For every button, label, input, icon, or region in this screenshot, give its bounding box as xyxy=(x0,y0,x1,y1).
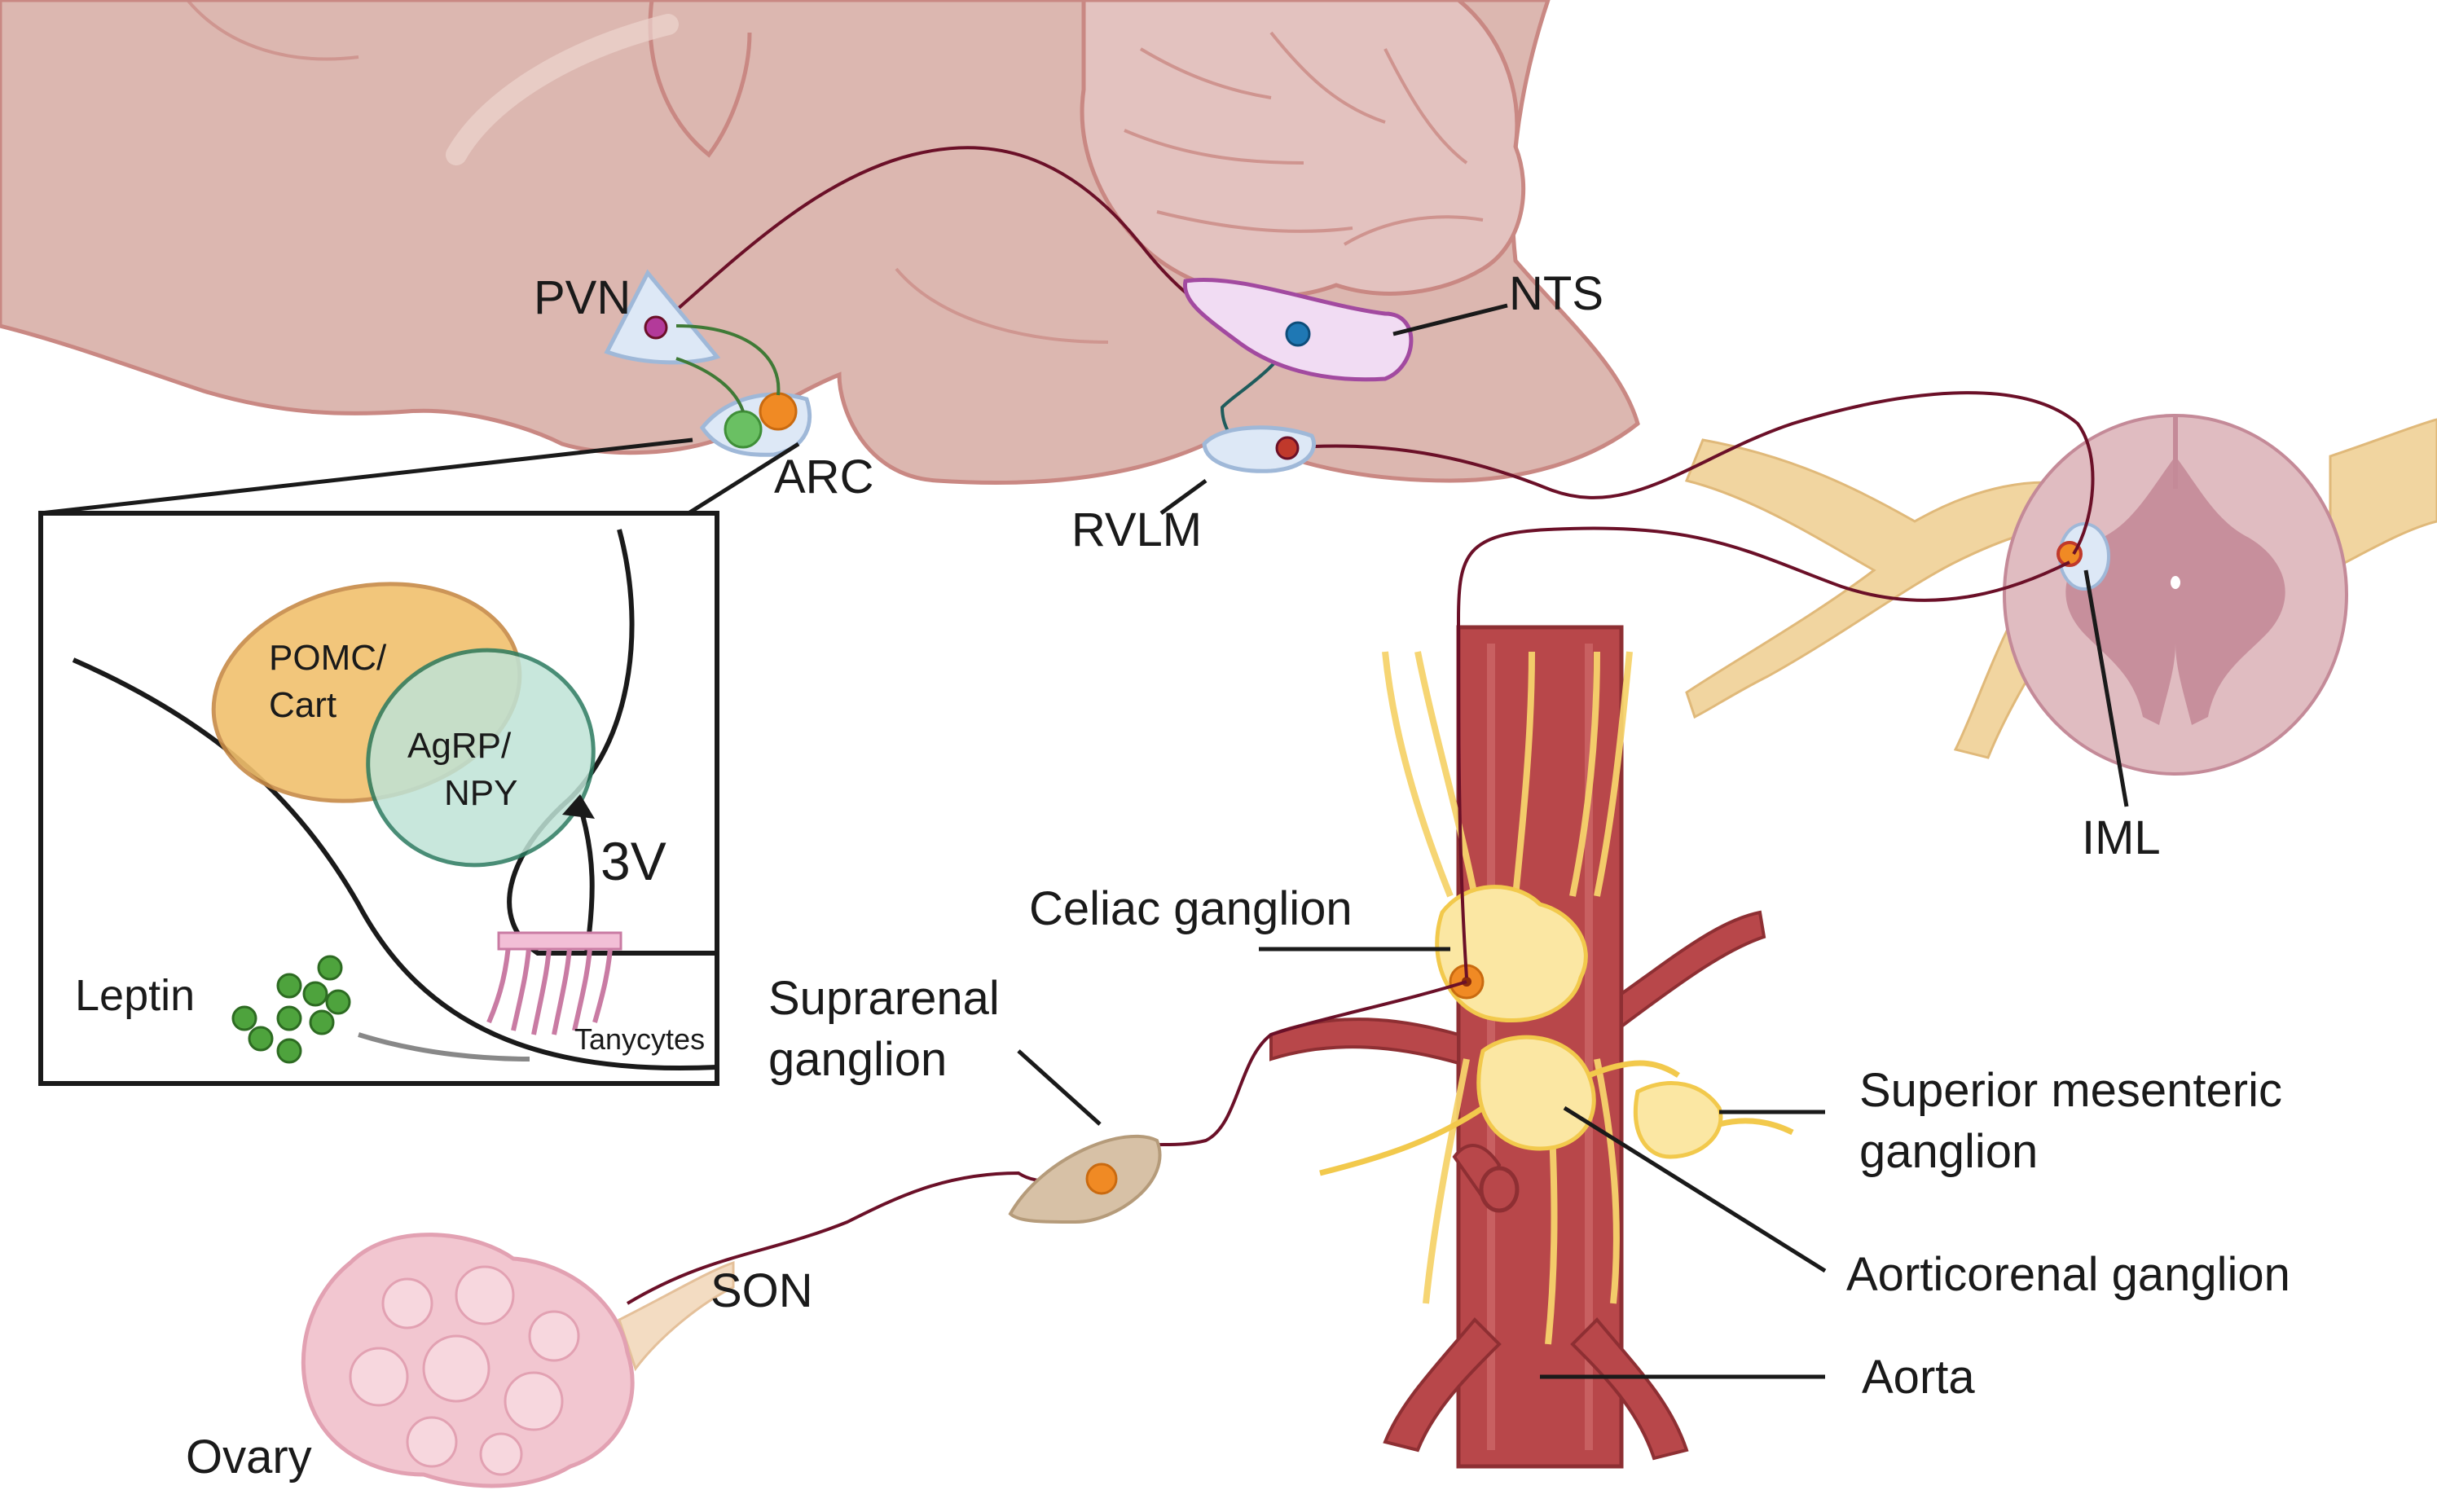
inset-zoom-lines xyxy=(40,437,800,516)
brain-fold xyxy=(648,0,752,158)
nts-leader xyxy=(1392,303,1508,336)
label-aorta: Aorta xyxy=(1862,1351,1975,1404)
tanycyte-bodies xyxy=(497,931,622,951)
spinal-nerve-roots xyxy=(1684,438,2105,719)
leptin-particle xyxy=(276,1038,302,1064)
label-agrp-line1: AgRP/ xyxy=(407,726,512,766)
label-pvn: PVN xyxy=(534,271,631,324)
nuclei xyxy=(604,269,1414,473)
label-arc: ARC xyxy=(774,451,873,503)
suprarenal-neuron xyxy=(1085,1163,1118,1195)
label-superior-mesenteric-line2: ganglion xyxy=(1859,1125,2038,1178)
labels: PVN ARC NTS RVLM IML Celiac ganglion Sup… xyxy=(75,267,2290,1483)
label-pomc-line2: Cart xyxy=(269,685,337,725)
leptin-particle xyxy=(276,973,302,999)
suprarenal-ganglion-shape xyxy=(1008,1134,1162,1224)
brain-highlight xyxy=(446,14,679,165)
label-suprarenal-line2: ganglion xyxy=(768,1033,947,1086)
label-nts: NTS xyxy=(1509,267,1603,320)
aorticorenal-ganglion-shape xyxy=(1476,1035,1596,1151)
iml-leader xyxy=(2083,569,2129,807)
brain xyxy=(0,0,1640,485)
label-son: SON xyxy=(710,1264,813,1317)
label-tanycytes: Tanycytes xyxy=(574,1022,705,1056)
suprarenal-leader xyxy=(1017,1049,1102,1126)
arc-inset xyxy=(38,437,800,1086)
label-iml: IML xyxy=(2082,811,2161,864)
rvlm-leader xyxy=(1159,478,1208,516)
leptin-particle xyxy=(276,1005,302,1031)
label-3v: 3V xyxy=(600,831,666,891)
ovary xyxy=(301,1233,735,1488)
leptin-vessel xyxy=(358,1032,530,1061)
pvn-neuron xyxy=(644,315,668,340)
label-rvlm: RVLM xyxy=(1071,503,1202,556)
label-ovary: Ovary xyxy=(186,1431,312,1483)
suprarenal-ganglion xyxy=(1008,1134,1162,1224)
arc-to-pvn-fibers xyxy=(675,324,781,412)
leptin-particle xyxy=(248,1026,274,1052)
ovary-ligament xyxy=(618,1260,735,1372)
aorticorenal-leader xyxy=(1563,1105,1827,1273)
aorta-complex xyxy=(1269,625,1794,1469)
rvlm-to-iml-fiber xyxy=(1287,391,2095,556)
iml-to-celiac-fiber xyxy=(1456,526,2070,978)
leptin-particles xyxy=(231,955,351,1064)
spinal-cord xyxy=(1684,414,2437,776)
mesenteric-artery-lumen xyxy=(1479,1166,1520,1213)
spinal-nerve-right xyxy=(2329,418,2437,573)
arc-neuron-green xyxy=(724,410,763,449)
tanycytes-cells xyxy=(486,931,622,1035)
label-leptin: Leptin xyxy=(75,971,195,1020)
arc-neuron-orange xyxy=(759,392,798,431)
leader-lines xyxy=(1017,303,2129,1379)
sympathetic-fibers xyxy=(1382,651,1633,1345)
3v-arrowhead xyxy=(562,794,595,819)
ovary-follicles xyxy=(349,1265,580,1476)
iliac-left xyxy=(1383,1317,1502,1453)
leptin-particle xyxy=(309,1009,335,1035)
leptin-particle xyxy=(317,955,343,981)
nts-neuron xyxy=(1285,321,1311,347)
renal-artery-left xyxy=(1269,1018,1460,1066)
sm-ganglion-shape xyxy=(1633,1081,1723,1159)
agrp-region xyxy=(366,648,596,868)
label-pomc-line1: POMC/ xyxy=(269,638,387,678)
iliac-right xyxy=(1570,1317,1689,1461)
ganglion-processes xyxy=(1319,1060,1794,1176)
spinal-gray-matter xyxy=(2065,456,2285,725)
label-agrp-line2: NPY xyxy=(444,773,517,813)
cerebellum-folia xyxy=(1124,31,1484,246)
central-canal xyxy=(2171,576,2180,589)
label-aorticorenal-ganglion: Aorticorenal ganglion xyxy=(1846,1248,2290,1301)
leptin-particle xyxy=(325,989,351,1015)
label-celiac-ganglion: Celiac ganglion xyxy=(1029,882,1353,935)
brain-groove xyxy=(186,0,1109,344)
celiac-branch-right xyxy=(1620,910,1766,1030)
rvlm-neuron xyxy=(1275,436,1300,460)
label-superior-mesenteric-line1: Superior mesenteric xyxy=(1859,1064,2282,1117)
leptin-particle xyxy=(231,1005,257,1031)
inset-tissue-boundary xyxy=(72,657,718,1071)
label-suprarenal-line1: Suprarenal xyxy=(768,972,1000,1025)
leptin-particle xyxy=(302,981,328,1007)
